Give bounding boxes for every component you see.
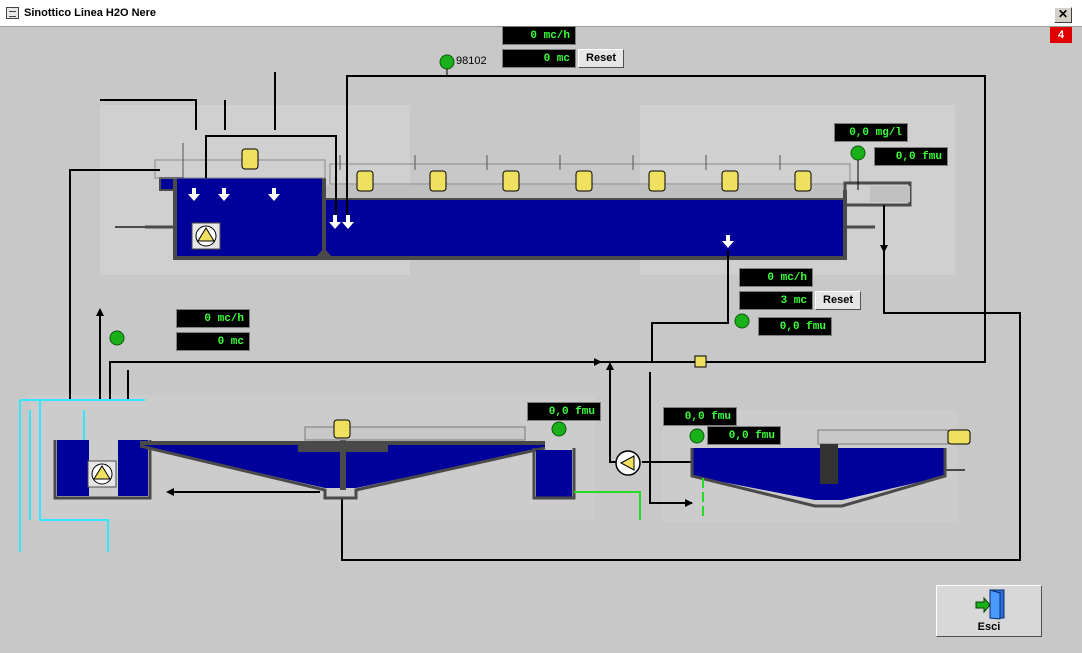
app-icon — [6, 7, 19, 19]
oxidation-turbidity-display: 0,0 fmu — [874, 147, 948, 166]
recirculation-pump — [615, 450, 641, 476]
exit-button[interactable]: Esci — [936, 585, 1042, 637]
alarm-badge[interactable]: 4 — [1050, 27, 1072, 43]
window-title: Sinottico Linea H2O Nere — [24, 7, 157, 19]
recirculation-flow-display: 0 mc/h — [739, 268, 813, 287]
primary-settler — [139, 419, 576, 500]
close-button[interactable]: ✕ — [1054, 7, 1072, 23]
oxygen-display: 0,0 mg/l — [834, 123, 908, 142]
secondary-turbidity-display-b: 0,0 fmu — [707, 426, 781, 445]
top-flow-display: 0 mc/h — [502, 26, 576, 45]
exit-door-icon — [975, 589, 1005, 620]
lift-flow-display: 0 mc/h — [176, 309, 250, 328]
secondary-turbidity-display-a: 0,0 fmu — [663, 407, 737, 426]
top-volume-display: 0 mc — [502, 49, 576, 68]
exit-label: Esci — [977, 621, 1001, 633]
recirculation-reset-button[interactable]: Reset — [815, 291, 861, 310]
top-reset-button[interactable]: Reset — [578, 49, 624, 68]
lift-sump — [53, 440, 152, 500]
oxidation-tank — [115, 159, 912, 260]
aerator-motors — [241, 148, 812, 192]
sensor-tag: 98102 — [456, 55, 487, 67]
recirculation-volume-display: 3 mc — [739, 291, 813, 310]
lift-volume-display: 0 mc — [176, 332, 250, 351]
secondary-settler — [690, 429, 971, 508]
primary-turbidity-display: 0,0 fmu — [527, 402, 601, 421]
recirculation-turbidity-display: 0,0 fmu — [758, 317, 832, 336]
title-bar: Sinottico Linea H2O Nere ✕ — [0, 0, 1082, 27]
